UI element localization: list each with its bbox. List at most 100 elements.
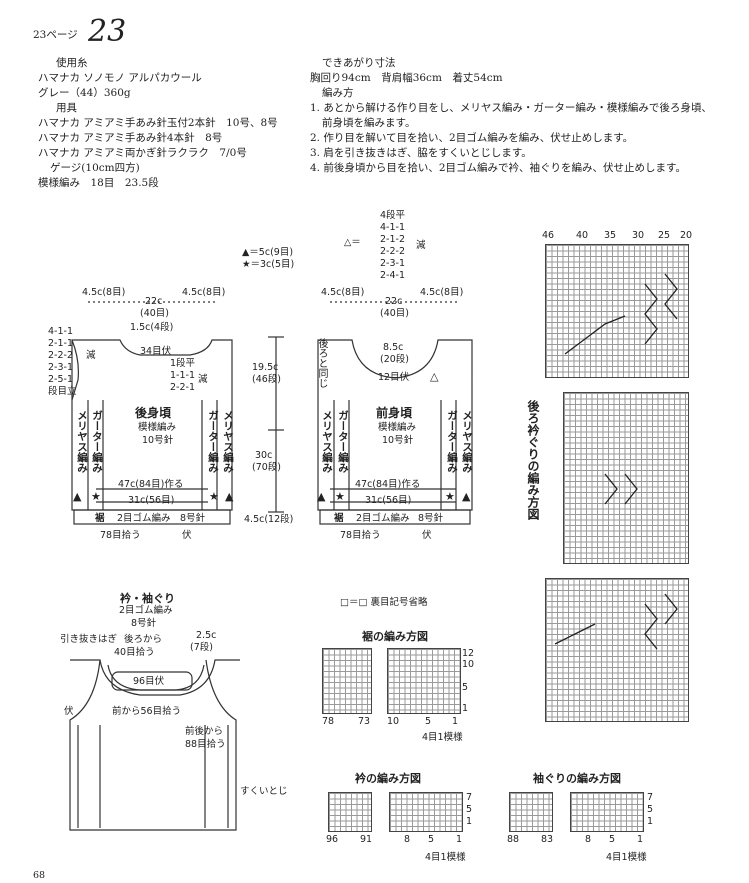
back-neck-dec-label: 減 <box>198 374 208 385</box>
front-side-l1: メリヤス編み <box>321 410 333 473</box>
finish-front-pick: 前から56目拾う <box>112 706 182 717</box>
back-pickup: 78目拾う <box>100 530 141 541</box>
row-label: 1 <box>647 816 654 827</box>
tri-dec-row: 4-1-1 <box>380 222 405 233</box>
finish-back-pick: 40目拾う <box>114 647 155 658</box>
arm-chart-grid-left <box>509 792 553 832</box>
dim-mid-cm: 30c <box>255 450 273 461</box>
finish-bo: 伏 <box>64 706 74 717</box>
row-label: 1 <box>466 816 473 827</box>
method-step-3: 3. 肩を引き抜きはぎ、脇をすくいとじします。 <box>310 147 532 159</box>
back-rib-needle: 8号針 <box>180 513 206 524</box>
method-step-2: 2. 作り目を解いて目を拾い、2目ゴム編みを編み、伏せ止めします。 <box>310 132 634 144</box>
tri-dec-row: 2-1-2 <box>380 234 405 245</box>
arm-chart-title: 袖ぐりの編み方図 <box>533 772 621 785</box>
finish-armhole-from: 前後から <box>185 726 224 737</box>
front-center-cm: 22c <box>385 296 403 307</box>
hem-col-10: 10 <box>387 716 400 727</box>
back-cast-on: 47c(84目)作る <box>118 479 184 490</box>
page-ref: 23ページ <box>33 29 78 41</box>
tri-dec-row: 2-2-2 <box>380 246 405 257</box>
dec-row: 2-2-2 <box>48 350 73 361</box>
back-neck-grid-1 <box>545 244 689 378</box>
back-center-st: (40目) <box>140 308 170 319</box>
front-pickup: 78目拾う <box>340 530 381 541</box>
dim-upper-cm: 19.5c <box>252 362 279 373</box>
yarn-heading: 使用糸 <box>56 57 88 69</box>
tri-dec-row: 4段平 <box>380 210 406 221</box>
back-bo: 伏 <box>182 530 192 541</box>
hem-repeat: 4目1模様 <box>422 732 463 743</box>
front-rib-needle: 8号針 <box>418 513 444 524</box>
collar-col-91: 91 <box>360 834 373 845</box>
arm-col-83: 83 <box>541 834 554 845</box>
col-label: 40 <box>576 230 589 241</box>
back-needle: 10号針 <box>142 435 174 446</box>
finish-needle: 8号針 <box>131 618 157 629</box>
finish-rib-rows: (7段) <box>190 642 213 653</box>
hem-chart-title: 裾の編み方図 <box>362 630 428 643</box>
dec-row: 2-3-1 <box>48 362 73 373</box>
col-label: 35 <box>604 230 617 241</box>
finished-heading: できあがり寸法 <box>322 57 396 69</box>
finish-slip-seam: 引き抜きはぎ <box>60 634 118 645</box>
collar-col-5: 5 <box>428 834 435 845</box>
arm-col-5: 5 <box>609 834 616 845</box>
front-shoulder-left: 4.5c(8目) <box>321 287 365 298</box>
svg-text:▲: ▲ <box>317 490 326 503</box>
hem-col-78: 78 <box>322 716 335 727</box>
back-title: 後身頃 <box>135 406 172 420</box>
back-shoulder-right: 4.5c(8目) <box>182 287 226 298</box>
svg-text:★: ★ <box>335 490 345 503</box>
finish-rib: 2目ゴム編み <box>119 605 173 616</box>
method-step-1: 1. あとから解ける作り目をし、メリヤス編み・ガーター編み・模様編みで後ろ身頃、 <box>310 102 712 114</box>
front-rib: 2目ゴム編み <box>356 513 410 524</box>
front-same-as-back: 後ろと同じ <box>316 338 327 388</box>
arm-col-88: 88 <box>507 834 520 845</box>
yarn-color: グレー（44）360g <box>38 87 131 99</box>
svg-text:★: ★ <box>91 490 101 503</box>
back-dec-label: 減 <box>86 350 96 361</box>
finish-title: 衿・袖ぐり <box>120 592 175 605</box>
front-side-l2: ガーター編み <box>337 410 349 473</box>
back-neck-rows: 1.5c(4段) <box>130 322 174 333</box>
hem-chart-rows: 12 10 5 1 <box>462 648 474 714</box>
front-pattern: 模様編み <box>378 422 417 433</box>
row-label: 5 <box>466 804 473 815</box>
tri-dec-row: 2-4-1 <box>380 270 405 281</box>
col-label: 46 <box>542 230 555 241</box>
hem-col-5: 5 <box>425 716 432 727</box>
front-neck-rows: (20段) <box>380 354 410 365</box>
dec-row: 2-1-1 <box>48 338 73 349</box>
dim-mid-rows: (70段) <box>252 462 282 473</box>
back-shoulder-left: 4.5c(8目) <box>82 287 126 298</box>
front-width: 31c(56目) <box>365 495 412 506</box>
neck-dec-row: 1段平 <box>170 358 196 369</box>
collar-chart-rows: 7 5 1 <box>466 792 472 828</box>
back-center-cm: 22c <box>145 296 163 307</box>
row-label: 7 <box>466 792 473 803</box>
front-cast-on: 47c(84目)作る <box>355 479 421 490</box>
method-step-4: 4. 前後身頃から目を拾い、2目ゴム編みで衿、袖ぐりを編み、伏せ止めします。 <box>310 162 686 174</box>
finish-neckline <box>70 659 240 696</box>
back-neck-dec-rows: 1段平 1-1-1 2-2-1 <box>170 358 195 394</box>
finish-bo-96: 96目伏 <box>133 676 165 687</box>
collar-chart-title: 衿の編み方図 <box>355 772 421 785</box>
legend-star: ★＝3c(5目) <box>242 259 295 270</box>
front-bindoff: 12目伏 <box>378 372 410 383</box>
svg-text:△: △ <box>430 370 439 383</box>
legend-triangle: ▲＝5c(9目) <box>242 247 294 258</box>
row-label: 12 <box>462 648 475 659</box>
row-label: 5 <box>647 804 654 815</box>
back-bindoff: 34目伏 <box>140 346 172 357</box>
finish-rib-dim: 2.5c <box>196 630 217 641</box>
front-needle: 10号針 <box>382 435 414 446</box>
hem-col-1: 1 <box>452 716 459 727</box>
front-title: 前身頃 <box>376 406 413 420</box>
gauge-heading: ゲージ(10cm四方) <box>50 162 140 174</box>
tool-2: ハマナカ アミアミ手あみ針4本針 8号 <box>38 132 223 144</box>
tool-1: ハマナカ アミアミ手あみ針玉付2本針 10号、8号 <box>38 117 278 129</box>
yarn-name: ハマナカ ソノモノ アルパカウール <box>38 72 202 84</box>
back-side-l1: メリヤス編み <box>76 410 88 473</box>
